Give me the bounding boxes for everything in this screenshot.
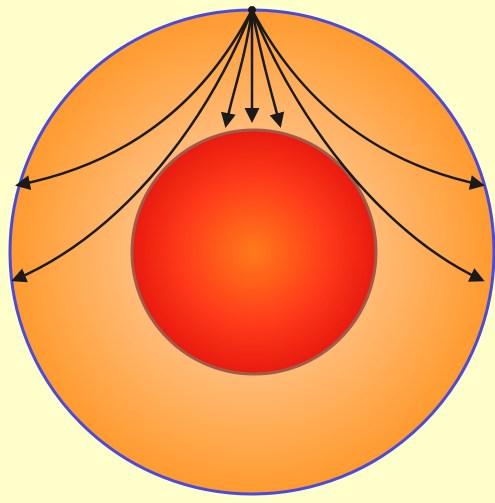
core-group [132, 130, 376, 374]
source-point [248, 6, 256, 14]
core-circle [132, 130, 376, 374]
